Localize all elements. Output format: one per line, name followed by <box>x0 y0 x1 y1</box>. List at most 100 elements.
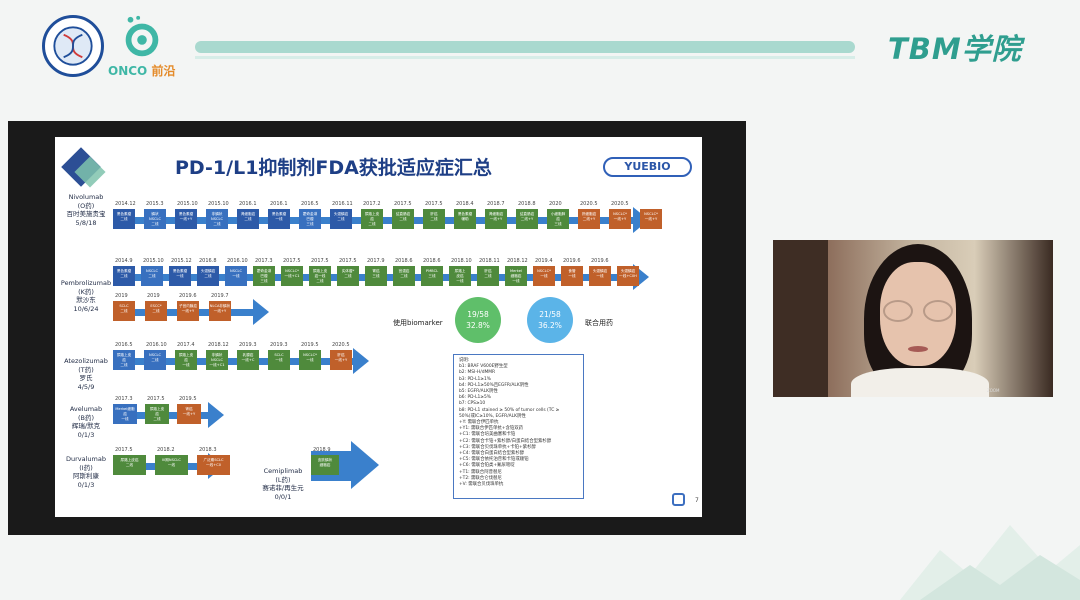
indication-box: 子宫内膜癌 一线+Y <box>177 301 199 321</box>
stat-percent: 36.2% <box>538 321 562 330</box>
stat-label: 使用biomarker <box>393 319 443 327</box>
approval-date: 2017.3 <box>255 258 273 264</box>
indication-box: 肝癌 二线 <box>477 266 499 286</box>
approval-date: 2016.10 <box>227 258 248 264</box>
approval-date: 2018.6 <box>423 258 441 264</box>
glasses-left <box>883 300 913 322</box>
indication-box: 头颈鳞癌 二线 <box>197 266 219 286</box>
slide-title: PD-1/L1抑制剂FDA获批适应症汇总 <box>175 157 492 179</box>
indication-box: NLCA非鳞状 一线+Y <box>209 301 231 321</box>
approval-date: 2015.10 <box>208 201 229 207</box>
presentation-slide: PD-1/L1抑制剂FDA获批适应症汇总 YUEBIO Nivolumab(O药… <box>55 137 702 517</box>
approval-date: 2015.12 <box>171 258 192 264</box>
approval-date: 2017.5 <box>425 201 443 207</box>
shared-screen: PD-1/L1抑制剂FDA获批适应症汇总 YUEBIO Nivolumab(O药… <box>8 121 746 535</box>
footer-logo-icon <box>672 493 685 506</box>
stat-label: 联合用药 <box>585 319 613 327</box>
approval-date: 2017.5 <box>339 258 357 264</box>
legend-line: +T2: 需联合仑伐替尼 <box>459 475 502 481</box>
indication-box: 肝癌 一线+Y <box>330 350 352 370</box>
approval-date: 2017.5 <box>394 201 412 207</box>
legend-line: b5: EGFR/ALK阴性 <box>459 389 498 395</box>
legend-line: b3: PD-L1≥1% <box>459 376 491 382</box>
legend-line: +Y1: 需联合伊匹单抗+含铂双药 <box>459 426 524 432</box>
stat-fraction: 19/58 <box>467 310 489 319</box>
legend-line: b7: CPS≥10 <box>459 401 486 407</box>
drug-company: 阿斯利康 <box>73 472 99 481</box>
legend-line: b1: BRAF V600E野生型 <box>459 364 508 370</box>
indication-box: 黑色素瘤 一线 <box>169 266 191 286</box>
approval-date: 2017.3 <box>115 396 133 402</box>
approval-date: 2018.7 <box>487 201 505 207</box>
legend-line: +C6: 需联合铂类+氟尿嘧啶 <box>459 463 515 469</box>
drug-name: Avelumab <box>69 405 103 413</box>
stat-circle: 19/58 32.8% <box>455 297 501 343</box>
timeline-arrow-head-icon <box>351 441 379 489</box>
approval-date: 2016.5 <box>115 342 133 348</box>
academy-logo: TBM学院 <box>888 32 1022 66</box>
indication-box: 皮肤鳞状 细胞癌 <box>311 455 339 475</box>
approval-date: 2017.5 <box>283 258 301 264</box>
approval-date: 2020.5 <box>332 342 350 348</box>
stat-circle: 21/58 36.2% <box>527 297 573 343</box>
indication-box: 宫颈癌 二线 <box>393 266 415 286</box>
timeline-arrow-shaft <box>113 358 353 365</box>
indication-box: 鳞状 NSCLC 二线 <box>144 209 166 229</box>
page-number: 7 <box>695 497 699 504</box>
onco-ring-icon <box>125 15 159 57</box>
legend-line: +C5: 需联合依托泊苷和卡铂或顺铂 <box>459 457 529 463</box>
association-logo <box>42 15 104 77</box>
drug-code: (B药) <box>77 413 95 422</box>
approval-date: 2016.8 <box>199 258 217 264</box>
video-tag: ZOOM <box>987 388 1000 393</box>
drug-code: (L药) <box>275 475 291 484</box>
approval-date: 2017.5 <box>147 396 165 402</box>
stat-percent: 32.8% <box>466 321 490 330</box>
indication-box: 结直肠癌 二线 <box>392 209 414 229</box>
approval-date: 2019.7 <box>211 293 229 299</box>
indication-box: 尿路上皮 癌一线 二线 <box>309 266 331 286</box>
webcam-video: ZOOM <box>773 240 1053 397</box>
approval-date: 2017.5 <box>311 258 329 264</box>
drug-counts: 5/8/18 <box>75 218 97 227</box>
approval-date: 2018.12 <box>208 342 229 348</box>
onco-brand: ONCO 前沿 <box>108 64 176 78</box>
legend-line: b6: PD-L1≥5% <box>459 395 491 401</box>
approval-date: 2017.2 <box>363 201 381 207</box>
indication-box: 头颈鳞癌 一线 <box>589 266 611 286</box>
indication-box: 肝癌 二线 <box>423 209 445 229</box>
approval-date: 2019.5 <box>179 396 197 402</box>
decorative-mountains <box>900 525 1080 600</box>
indication-box: 尿路上皮 癌 二线 <box>145 404 169 424</box>
legend-line: +V: 需联合贝伐珠单抗 <box>459 482 504 488</box>
indication-box: 霍奇金淋 巴瘤 三线 <box>253 266 275 286</box>
stat-fraction: 21/58 <box>539 310 561 319</box>
legend-line: 50%)或IC≥10%, EGFR/ALK阴性 <box>459 413 526 419</box>
drug-counts: 0/0/1 <box>274 492 292 501</box>
timeline-arrow-head-icon <box>208 402 224 428</box>
indication-box: 尿路上皮 癌 一线 <box>175 350 197 370</box>
indication-box: ESCC* 二线 <box>145 301 167 321</box>
approval-date: 2018.9 <box>313 447 331 453</box>
timeline-arrow-head-icon <box>353 348 369 374</box>
indication-box: 乳腺癌 一线+C <box>237 350 259 370</box>
indication-box: NSCLC* 一线+Y <box>609 209 631 229</box>
bookshelf <box>773 240 828 397</box>
approval-date: 2014.12 <box>115 201 136 207</box>
approval-date: 2019.6 <box>591 258 609 264</box>
approval-date: 2019.6 <box>563 258 581 264</box>
indication-box: 肾细胞癌 二线 <box>237 209 259 229</box>
approval-date: 2017.9 <box>367 258 385 264</box>
drug-name: Cemiplimab <box>263 467 303 475</box>
drug-name: Nivolumab <box>68 193 104 201</box>
approval-date: 2018.8 <box>518 201 536 207</box>
indication-box: NSCLC* 一线 <box>533 266 555 286</box>
approval-date: 2019.4 <box>535 258 553 264</box>
presenter-shirt <box>851 368 989 397</box>
approval-date: 2015.3 <box>146 201 164 207</box>
dna-globe-seal-icon <box>53 26 93 66</box>
